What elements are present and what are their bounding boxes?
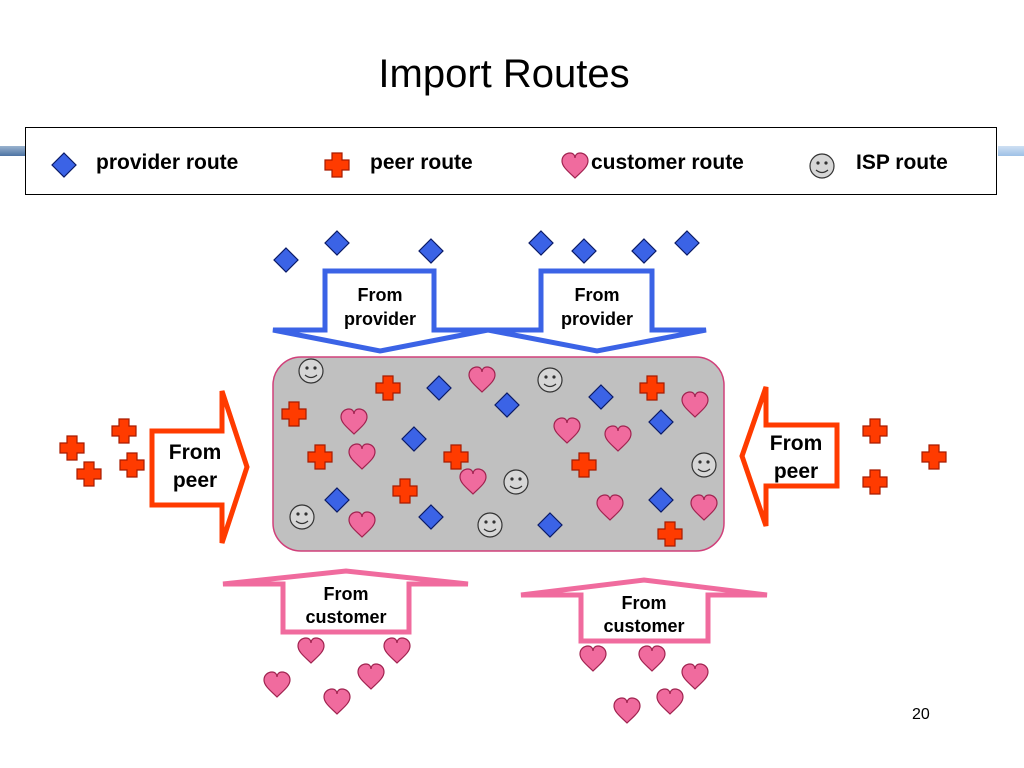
from-peer-arrow-right [739, 386, 840, 527]
customer-route-heart-icon [383, 637, 411, 664]
from-provider-arrow-right [487, 268, 707, 354]
legend-label-provider: provider route [96, 151, 239, 174]
provider-route-diamond-icon [273, 247, 299, 273]
from-peer-arrow-left [149, 390, 250, 544]
from-peer-right-line2: peer [774, 460, 818, 483]
peer-route-cross-icon [119, 452, 145, 478]
peer-route-cross-icon [862, 469, 888, 495]
from-peer-right-line1: From [770, 432, 823, 455]
from-customer-left-line2: customer [305, 607, 386, 627]
from-provider-left-line1: From [358, 285, 403, 305]
provider-route-diamond-icon [571, 238, 597, 264]
from-provider-left-line2: provider [344, 309, 416, 329]
from-provider-right-line2: provider [561, 309, 633, 329]
legend-label-peer: peer route [370, 151, 473, 174]
customer-route-heart-icon [681, 663, 709, 690]
peer-route-cross-icon [921, 444, 947, 470]
legend-cross-icon [324, 152, 350, 178]
peer-route-cross-icon [76, 461, 102, 487]
peer-route-cross-icon [59, 435, 85, 461]
isp-route-smiley-icon [298, 358, 324, 384]
isp-route-smiley-icon [537, 367, 563, 393]
legend-heart-icon [561, 152, 589, 179]
from-peer-left-line1: From [169, 441, 222, 464]
customer-route-heart-icon [357, 663, 385, 690]
customer-route-heart-icon [263, 671, 291, 698]
title-rule-left [0, 146, 26, 156]
from-customer-arrow-left [222, 568, 469, 635]
from-peer-left-line2: peer [173, 469, 217, 492]
legend-diamond-icon [51, 152, 77, 178]
title-rule-right [998, 146, 1024, 156]
customer-route-heart-icon [638, 645, 666, 672]
legend-box [25, 127, 997, 195]
customer-route-heart-icon [297, 637, 325, 664]
provider-route-diamond-icon [418, 238, 444, 264]
isp-route-smiley-icon [503, 469, 529, 495]
customer-route-heart-icon [656, 688, 684, 715]
from-provider-right-line1: From [575, 285, 620, 305]
from-customer-arrow-right [520, 577, 768, 644]
isp-route-smiley-icon [289, 504, 315, 530]
legend-smiley-icon [809, 153, 835, 179]
isp-route-smiley-icon [691, 452, 717, 478]
peer-route-cross-icon [862, 418, 888, 444]
customer-route-heart-icon [323, 688, 351, 715]
legend-label-customer: customer route [591, 151, 744, 174]
customer-route-heart-icon [613, 697, 641, 724]
from-customer-right-line2: customer [603, 616, 684, 636]
customer-route-heart-icon [579, 645, 607, 672]
isp-route-smiley-icon [477, 512, 503, 538]
provider-route-diamond-icon [324, 230, 350, 256]
provider-route-diamond-icon [674, 230, 700, 256]
from-provider-arrow-left [272, 268, 489, 354]
from-customer-left-line1: From [324, 584, 369, 604]
peer-route-cross-icon [111, 418, 137, 444]
from-customer-right-line1: From [622, 593, 667, 613]
page-number: 20 [912, 706, 930, 723]
slide-title: Import Routes [378, 52, 630, 96]
provider-route-diamond-icon [528, 230, 554, 256]
legend-label-isp: ISP route [856, 151, 948, 174]
provider-route-diamond-icon [631, 238, 657, 264]
